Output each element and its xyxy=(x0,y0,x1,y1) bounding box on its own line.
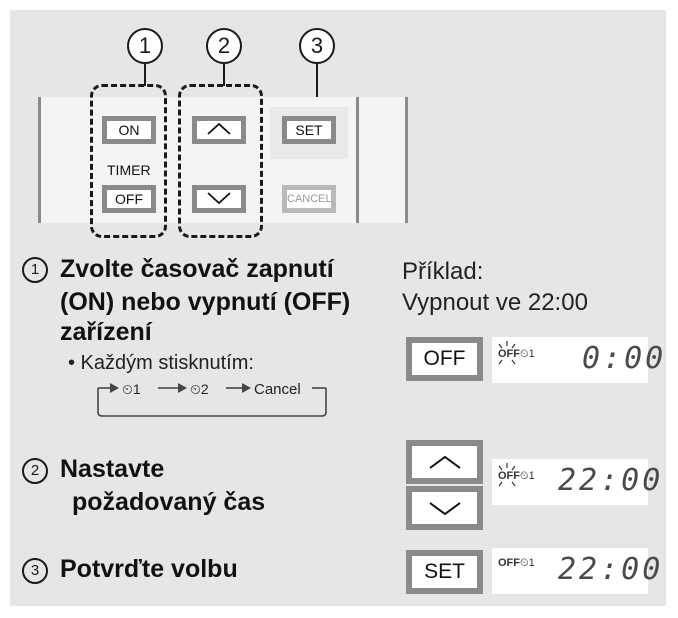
step-3-line-1: Potvrďte volbu xyxy=(60,555,238,583)
step-2-number: 2 xyxy=(22,458,48,484)
display-step-2-off: OFF xyxy=(498,470,520,482)
cycle-cancel: Cancel xyxy=(254,381,301,398)
display-step-2-time: 22:00 xyxy=(558,463,664,498)
callout-1: 1 xyxy=(127,28,163,64)
step-2-line-1: Nastavte xyxy=(60,455,165,483)
example-down-button[interactable] xyxy=(406,486,483,530)
example-subtitle: Vypnout ve 22:00 xyxy=(402,289,588,316)
step-1-number: 1 xyxy=(22,257,48,283)
example-off-button[interactable]: OFF xyxy=(406,337,483,381)
remote-off-button[interactable]: OFF xyxy=(102,185,156,213)
chevron-down-icon xyxy=(428,502,461,516)
display-step-1-off: OFF xyxy=(498,348,520,360)
step-3-number: 3 xyxy=(22,558,48,584)
example-title: Příklad: xyxy=(402,258,484,285)
remote-up-button[interactable] xyxy=(192,116,246,144)
step-2-line-2: požadovaný čas xyxy=(72,488,266,516)
display-step-2: OFF ⏲1 22:00 xyxy=(492,459,660,505)
cycle-timer-2: ⏲2 xyxy=(190,381,209,397)
callout-1-leader xyxy=(144,64,146,86)
display-step-1-time: 0:00 xyxy=(582,341,667,376)
blink-indicator-icon xyxy=(498,463,516,487)
display-step-1: OFF ⏲1 0:00 xyxy=(492,337,663,383)
remote-on-button[interactable]: ON xyxy=(102,116,156,144)
display-step-3-timer: ⏲1 xyxy=(520,557,535,569)
example-set-button[interactable]: SET xyxy=(406,550,483,594)
blink-indicator-icon xyxy=(498,341,516,365)
display-step-3-time: 22:00 xyxy=(558,552,664,587)
callout-2: 2 xyxy=(206,28,242,64)
remote-set-button[interactable]: SET xyxy=(282,116,336,144)
chevron-up-icon xyxy=(428,455,461,469)
display-step-3-off: OFF xyxy=(498,557,520,569)
example-up-button[interactable] xyxy=(406,440,483,484)
remote-cancel-button[interactable]: CANCEL xyxy=(282,185,336,213)
callout-3-leader xyxy=(316,64,318,122)
display-step-2-timer: ⏲1 xyxy=(520,470,535,482)
highlight-on-off xyxy=(90,84,167,238)
step-1-bullet: • Každým stisknutím: xyxy=(68,352,254,374)
display-step-1-timer: ⏲1 xyxy=(520,348,535,360)
timer-label: TIMER xyxy=(107,162,151,178)
remote-divider xyxy=(356,97,359,223)
display-step-3: OFF ⏲1 22:00 xyxy=(492,548,660,594)
cycle-arrow-diagram xyxy=(97,383,327,417)
chevron-down-icon xyxy=(207,192,231,205)
step-1-line-3: zařízení xyxy=(60,318,152,346)
cycle-timer-1: ⏲1 xyxy=(122,381,141,397)
callout-3: 3 xyxy=(299,28,335,64)
callout-2-leader xyxy=(223,64,225,86)
remote-down-button[interactable] xyxy=(192,185,246,213)
step-1-line-2: (ON) nebo vypnutí (OFF) xyxy=(60,288,351,316)
step-1-line-1: Zvolte časovač zapnutí xyxy=(60,255,334,283)
highlight-up-down xyxy=(178,84,263,238)
chevron-up-icon xyxy=(207,122,231,135)
